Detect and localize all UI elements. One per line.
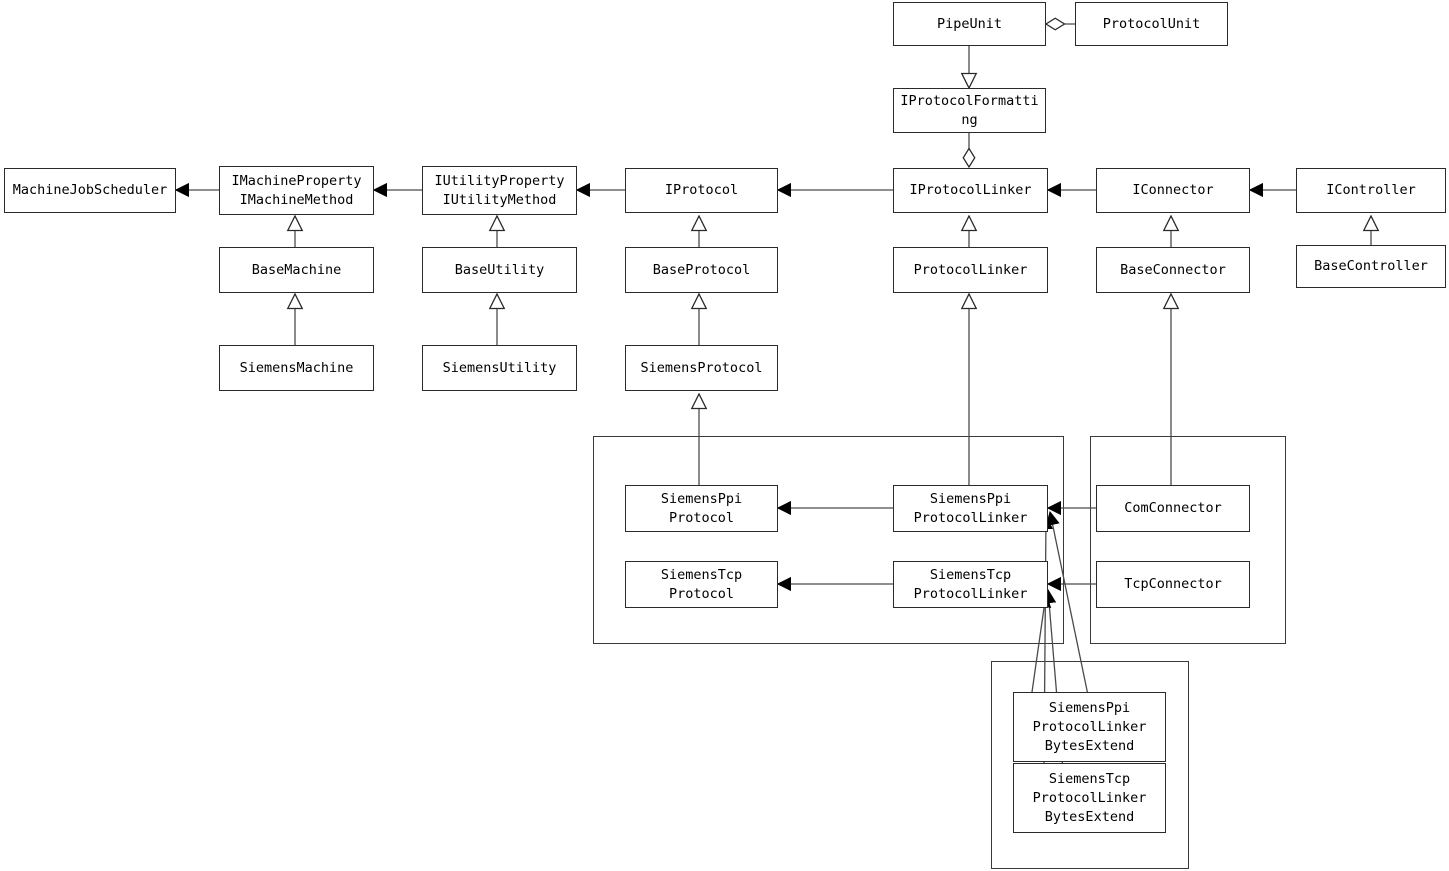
node-protocol-linker[interactable]: ProtocolLinker — [893, 247, 1048, 293]
node-label: BaseUtility — [454, 261, 545, 278]
node-label: IConnector — [1132, 182, 1214, 198]
group-siemens-protocol — [593, 436, 1064, 644]
node-label: IProtocol — [664, 182, 739, 198]
group-connector — [1090, 436, 1286, 644]
node-label: PipeUnit — [936, 15, 1003, 32]
node-label: IProtocolFormatti ng — [900, 92, 1039, 128]
node-iprotocol-linker[interactable]: IProtocolLinker — [893, 168, 1048, 213]
node-label: BaseProtocol — [652, 261, 751, 278]
node-imachine-property[interactable]: IMachineProperty IMachineMethod — [219, 166, 374, 215]
node-label: SiemensTcp ProtocolLinker — [913, 566, 1028, 602]
node-label: IProtocolLinker — [909, 182, 1032, 198]
node-protocol-unit[interactable]: ProtocolUnit — [1075, 2, 1228, 46]
node-label: BaseMachine — [251, 261, 342, 278]
node-base-machine[interactable]: BaseMachine — [219, 247, 374, 293]
node-base-controller[interactable]: BaseController — [1296, 245, 1446, 288]
node-label: BaseConnector — [1120, 261, 1226, 278]
node-label: ProtocolLinker — [913, 261, 1028, 278]
node-label: ProtocolUnit — [1102, 15, 1201, 32]
node-machine-job-scheduler[interactable]: MachineJobScheduler — [4, 168, 176, 213]
node-siemens-ppi-protocol-linker-bytes-extend[interactable]: SiemensPpi ProtocolLinker BytesExtend — [1013, 692, 1166, 762]
node-label: MachineJobScheduler — [12, 182, 168, 198]
node-iconnector[interactable]: IConnector — [1096, 168, 1250, 213]
node-label: SiemensMachine — [239, 359, 354, 376]
node-siemens-tcp-protocol-linker[interactable]: SiemensTcp ProtocolLinker — [893, 561, 1048, 608]
node-label: BaseController — [1314, 258, 1428, 274]
node-siemens-tcp-protocol-linker-bytes-extend[interactable]: SiemensTcp ProtocolLinker BytesExtend — [1013, 763, 1166, 833]
node-label: SiemensPpi ProtocolLinker BytesExtend — [1032, 699, 1147, 754]
group-bytes-extend — [991, 661, 1189, 869]
node-pipe-unit[interactable]: PipeUnit — [893, 2, 1046, 46]
node-siemens-machine[interactable]: SiemensMachine — [219, 345, 374, 391]
node-siemens-protocol[interactable]: SiemensProtocol — [625, 345, 778, 391]
node-base-protocol[interactable]: BaseProtocol — [625, 247, 778, 293]
node-label: SiemensPpi Protocol — [660, 490, 743, 526]
node-label: IUtilityProperty IUtilityMethod — [434, 172, 565, 208]
node-label: SiemensPpi ProtocolLinker — [913, 490, 1028, 526]
node-base-connector[interactable]: BaseConnector — [1096, 247, 1250, 293]
node-label: SiemensUtility — [442, 359, 557, 376]
node-siemens-ppi-protocol[interactable]: SiemensPpi Protocol — [625, 485, 778, 532]
node-iprotocol-formatting[interactable]: IProtocolFormatti ng — [893, 88, 1046, 133]
node-siemens-ppi-protocol-linker[interactable]: SiemensPpi ProtocolLinker — [893, 485, 1048, 532]
node-iutility-property[interactable]: IUtilityProperty IUtilityMethod — [422, 166, 577, 215]
node-label: TcpConnector — [1124, 576, 1222, 592]
node-label: SiemensTcp Protocol — [660, 566, 743, 602]
node-label: ComConnector — [1124, 500, 1222, 516]
node-siemens-utility[interactable]: SiemensUtility — [422, 345, 577, 391]
node-label: IController — [1326, 182, 1416, 198]
node-icontroller[interactable]: IController — [1296, 168, 1446, 213]
node-label: SiemensProtocol — [640, 359, 763, 376]
node-com-connector[interactable]: ComConnector — [1096, 485, 1250, 532]
node-label: SiemensTcp ProtocolLinker BytesExtend — [1032, 770, 1147, 825]
node-tcp-connector[interactable]: TcpConnector — [1096, 561, 1250, 608]
node-siemens-tcp-protocol[interactable]: SiemensTcp Protocol — [625, 561, 778, 608]
node-iprotocol[interactable]: IProtocol — [625, 168, 778, 213]
node-base-utility[interactable]: BaseUtility — [422, 247, 577, 293]
node-label: IMachineProperty IMachineMethod — [231, 172, 362, 208]
